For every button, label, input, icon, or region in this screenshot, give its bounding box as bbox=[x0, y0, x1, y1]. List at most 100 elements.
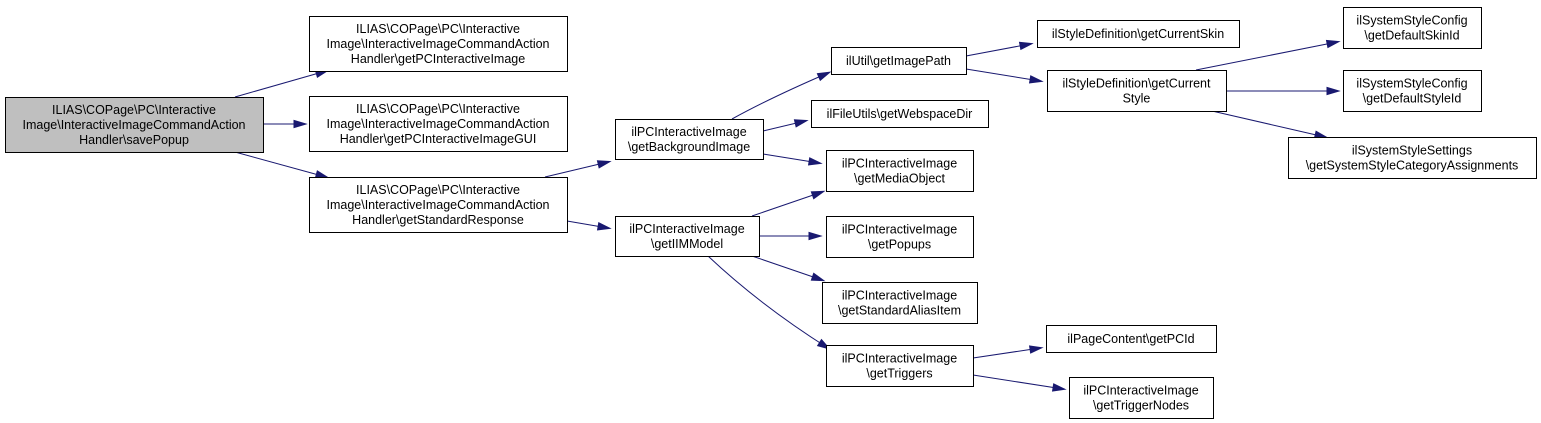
edge-getBackgroundImage-to-getImagePath bbox=[731, 71, 832, 120]
edge-getIIMModel-to-getStandardAliasItem bbox=[751, 255, 826, 282]
node-getWebspaceDir[interactable]: ilFileUtils\getWebspaceDir bbox=[811, 100, 989, 128]
edge-line bbox=[544, 161, 609, 178]
node-getPCId[interactable]: ilPageContent\getPCId bbox=[1046, 325, 1217, 353]
edge-getCurrentStyle-to-getDefaultStyleId bbox=[1226, 86, 1341, 96]
node-label-line: ILIAS\COPage\PC\Interactive bbox=[356, 102, 520, 116]
node-getMediaObject[interactable]: ilPCInteractiveImage\getMediaObject bbox=[826, 150, 974, 192]
arrowhead-icon bbox=[1051, 383, 1067, 392]
node-getImagePath[interactable]: ilUtil\getImagePath bbox=[831, 47, 967, 75]
edge-getTriggers-to-getPCId bbox=[972, 345, 1044, 359]
node-label-line: \getIIMModel bbox=[651, 237, 723, 251]
node-label-line: Handler\getStandardResponse bbox=[352, 213, 524, 227]
edge-line bbox=[1211, 110, 1326, 138]
edge-getBackgroundImage-to-getWebspaceDir bbox=[762, 119, 809, 132]
node-label-line: ilUtil\getImagePath bbox=[846, 54, 951, 68]
node-getStandardAliasItem[interactable]: ilPCInteractiveImage\getStandardAliasIte… bbox=[822, 282, 978, 324]
node-label-line: \getDefaultSkinId bbox=[1364, 29, 1459, 43]
node-label-line: \getDefaultStyleId bbox=[1363, 92, 1462, 106]
node-label-line: ilSystemStyleConfig bbox=[1356, 77, 1467, 91]
edge-getImagePath-to-getCurrentStyle bbox=[965, 68, 1044, 84]
edge-line bbox=[1195, 41, 1338, 71]
node-label-line: ilPCInteractiveImage bbox=[842, 352, 957, 366]
node-label-line: \getSystemStyleCategoryAssignments bbox=[1306, 159, 1519, 173]
node-box bbox=[1343, 70, 1482, 112]
node-getSystemStyleCategoryAssignments[interactable]: ilSystemStyleSettings\getSystemStyleCate… bbox=[1288, 137, 1537, 179]
node-getPCInteractiveImageGUI[interactable]: ILIAS\COPage\PC\InteractiveImage\Interac… bbox=[309, 96, 568, 152]
node-label-line: Handler\getPCInteractiveImage bbox=[351, 52, 525, 66]
edge-getIIMModel-to-getMediaObject bbox=[751, 190, 826, 217]
node-getPopups[interactable]: ilPCInteractiveImage\getPopups bbox=[826, 216, 974, 258]
node-getTriggerNodes[interactable]: ilPCInteractiveImage\getTriggerNodes bbox=[1069, 377, 1214, 419]
node-box bbox=[309, 177, 568, 233]
edge-getImagePath-to-getCurrentSkin bbox=[965, 41, 1034, 57]
node-label-line: \getBackgroundImage bbox=[628, 140, 750, 154]
node-label-line: ilStyleDefinition\getCurrent bbox=[1063, 77, 1212, 91]
node-getIIMModel[interactable]: ilPCInteractiveImage\getIIMModel bbox=[615, 216, 760, 257]
node-label-line: ILIAS\COPage\PC\Interactive bbox=[52, 103, 216, 117]
arrowhead-icon bbox=[314, 170, 330, 179]
node-label-line: ilPageContent\getPCId bbox=[1067, 332, 1194, 346]
edge-line bbox=[731, 72, 829, 120]
arrowhead-icon bbox=[793, 119, 809, 128]
node-getPCInteractiveImage[interactable]: ILIAS\COPage\PC\InteractiveImage\Interac… bbox=[309, 16, 568, 72]
node-getDefaultSkinId[interactable]: ilSystemStyleConfig\getDefaultSkinId bbox=[1343, 7, 1482, 49]
edge-line bbox=[751, 255, 823, 281]
node-label-line: Image\InteractiveImageCommandAction bbox=[326, 37, 549, 51]
node-label-line: \getStandardAliasItem bbox=[838, 304, 961, 318]
arrowhead-icon bbox=[596, 222, 612, 231]
node-box bbox=[826, 150, 974, 192]
node-getCurrentSkin[interactable]: ilStyleDefinition\getCurrentSkin bbox=[1037, 20, 1240, 48]
node-label-line: ilPCInteractiveImage bbox=[629, 222, 744, 236]
node-label-line: \getTriggerNodes bbox=[1093, 399, 1189, 413]
node-label-line: ilSystemStyleSettings bbox=[1352, 144, 1472, 158]
node-box bbox=[831, 47, 967, 75]
node-label-line: ILIAS\COPage\PC\Interactive bbox=[356, 22, 520, 36]
edge-line bbox=[234, 70, 327, 98]
edge-getBackgroundImage-to-getMediaObject bbox=[762, 153, 823, 166]
arrowhead-icon bbox=[1325, 39, 1341, 49]
arrowhead-icon bbox=[596, 160, 612, 169]
node-box bbox=[1343, 7, 1482, 49]
edge-line bbox=[751, 191, 823, 217]
node-box bbox=[826, 345, 974, 387]
arrowhead-icon bbox=[810, 190, 826, 200]
arrowhead-icon bbox=[1326, 86, 1341, 96]
arrowhead-icon bbox=[807, 157, 823, 166]
node-box bbox=[826, 216, 974, 258]
node-label-line: ilPCInteractiveImage bbox=[842, 157, 957, 171]
edge-line bbox=[234, 151, 327, 178]
node-label-line: Style bbox=[1123, 92, 1151, 106]
edge-line bbox=[965, 68, 1041, 82]
node-label-line: \getTriggers bbox=[866, 367, 932, 381]
node-getStandardResponse[interactable]: ILIAS\COPage\PC\InteractiveImage\Interac… bbox=[309, 177, 568, 233]
edge-line bbox=[972, 347, 1041, 359]
node-box bbox=[1069, 377, 1214, 419]
node-box bbox=[615, 119, 764, 160]
node-root[interactable]: ILIAS\COPage\PC\InteractiveImage\Interac… bbox=[5, 97, 264, 153]
node-box bbox=[309, 16, 568, 72]
arrowhead-icon bbox=[816, 71, 832, 82]
node-box bbox=[822, 282, 978, 324]
edge-getIIMModel-to-getTriggers bbox=[707, 255, 832, 350]
node-getBackgroundImage[interactable]: ilPCInteractiveImage\getBackgroundImage bbox=[615, 119, 764, 160]
node-label-line: ilPCInteractiveImage bbox=[631, 125, 746, 139]
edge-getStandardResponse-to-getBackgroundImage bbox=[544, 160, 612, 178]
node-getDefaultStyleId[interactable]: ilSystemStyleConfig\getDefaultStyleId bbox=[1343, 70, 1482, 112]
edge-getTriggers-to-getTriggerNodes bbox=[972, 374, 1067, 392]
node-getTriggers[interactable]: ilPCInteractiveImage\getTriggers bbox=[826, 345, 974, 387]
edge-getIIMModel-to-getPopups bbox=[759, 231, 823, 241]
arrowhead-icon bbox=[1028, 75, 1044, 84]
edge-getCurrentStyle-to-getSystemStyleCategoryAssignments bbox=[1211, 110, 1329, 139]
edge-line bbox=[965, 43, 1031, 57]
node-box bbox=[1047, 70, 1227, 112]
node-label-line: Image\InteractiveImageCommandAction bbox=[22, 118, 245, 132]
edge-line bbox=[972, 374, 1064, 390]
node-box bbox=[309, 96, 568, 152]
edge-line bbox=[707, 255, 829, 349]
node-label-line: ilFileUtils\getWebspaceDir bbox=[827, 107, 973, 121]
node-box bbox=[5, 97, 264, 153]
node-label-line: ILIAS\COPage\PC\Interactive bbox=[356, 183, 520, 197]
node-label-line: ilSystemStyleConfig bbox=[1356, 14, 1467, 28]
node-label-line: ilStyleDefinition\getCurrentSkin bbox=[1052, 27, 1224, 41]
